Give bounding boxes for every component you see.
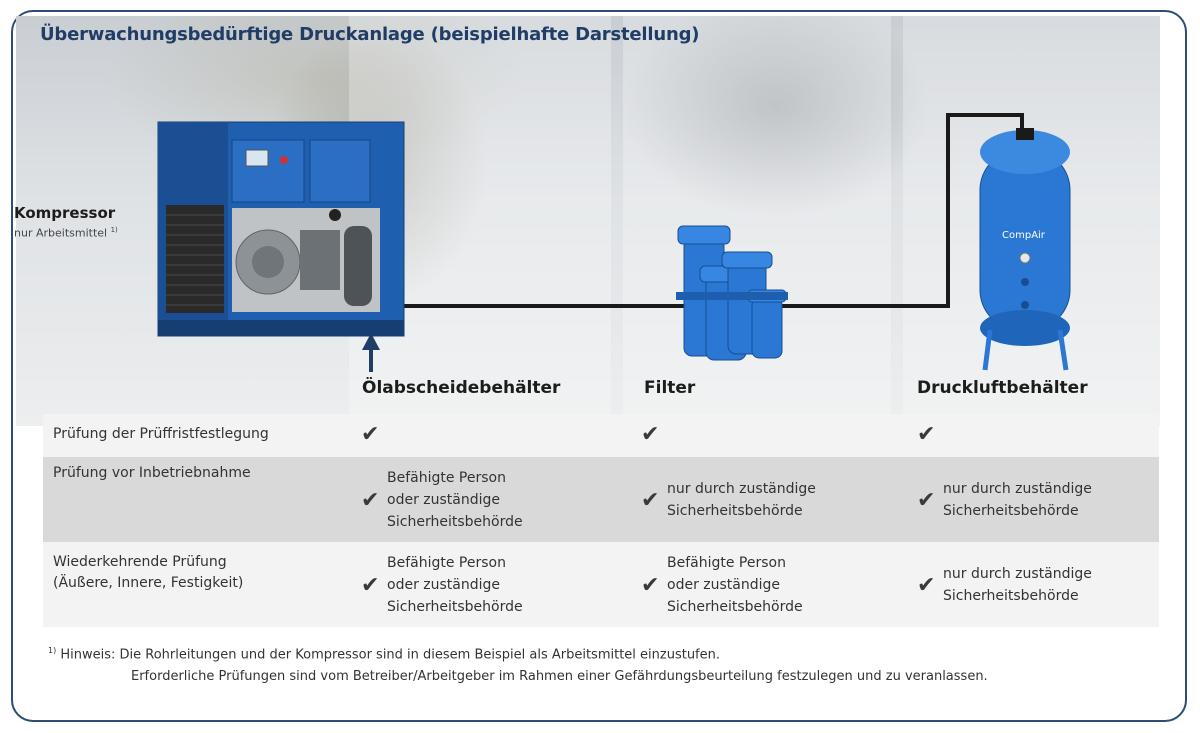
table-cell: ✔ Befähigte Person oder zuständige Siche… bbox=[641, 550, 803, 620]
check-icon: ✔ bbox=[641, 487, 660, 513]
pruefung-table: Prüfung der Prüffristfestlegung ✔ ✔ ✔ Pr… bbox=[43, 414, 1159, 627]
page-title: Überwachungsbedürftige Druckanlage (beis… bbox=[40, 24, 700, 45]
table-row-vor-inbetriebnahme: Prüfung vor Inbetriebnahme ✔ Befähigte P… bbox=[43, 457, 1159, 542]
check-icon: ✔ bbox=[917, 422, 936, 447]
table-cell: ✔ bbox=[361, 422, 387, 447]
table-cell: ✔ Befähigte Person oder zuständige Siche… bbox=[361, 550, 523, 620]
cell-text: Befähigte Person oder zuständige Sicherh… bbox=[667, 555, 803, 615]
check-icon: ✔ bbox=[917, 572, 936, 598]
footnote-text-1: Hinweis: Die Rohrleitungen und der Kompr… bbox=[60, 647, 721, 663]
check-icon: ✔ bbox=[361, 572, 380, 598]
footnote: 1) Hinweis: Die Rohrleitungen und der Ko… bbox=[48, 640, 988, 688]
table-cell: ✔ nur durch zuständige Sicherheitsbehörd… bbox=[917, 550, 1092, 620]
kompressor-footnote-marker: 1) bbox=[110, 226, 118, 234]
table-cell: ✔ Befähigte Person oder zuständige Siche… bbox=[361, 465, 523, 535]
arrow-up-icon bbox=[362, 333, 380, 372]
check-icon: ✔ bbox=[361, 487, 380, 513]
footnote-marker: 1) bbox=[48, 646, 57, 655]
check-icon: ✔ bbox=[641, 572, 660, 598]
filter-illustration bbox=[676, 225, 788, 361]
cell-text: Befähigte Person oder zuständige Sicherh… bbox=[387, 470, 523, 530]
kompressor-subtitle: nur Arbeitsmittel bbox=[14, 226, 108, 240]
row-label: Wiederkehrende Prüfung (Äußere, Innere, … bbox=[53, 554, 244, 591]
table-cell: ✔ nur durch zuständige Sicherheitsbehörd… bbox=[641, 465, 816, 535]
row-label: Prüfung der Prüffristfestlegung bbox=[53, 426, 269, 442]
cell-text: nur durch zuständige Sicherheitsbehörde bbox=[943, 481, 1092, 519]
footnote-line-2: Erforderliche Prüfungen sind vom Betreib… bbox=[131, 669, 988, 685]
column-header-oelabscheidebehaelter: Ölabscheidebehälter bbox=[362, 378, 561, 398]
check-icon: ✔ bbox=[641, 422, 660, 447]
footnote-line-1: 1) Hinweis: Die Rohrleitungen und der Ko… bbox=[48, 640, 988, 666]
check-icon: ✔ bbox=[361, 422, 380, 447]
column-header-filter: Filter bbox=[644, 378, 696, 398]
row-label: Prüfung vor Inbetriebnahme bbox=[53, 465, 251, 481]
kompressor-sublabel: nur Arbeitsmittel 1) bbox=[14, 226, 118, 240]
compressor-illustration bbox=[157, 121, 405, 337]
column-header-druckluftbehaelter: Druckluftbehälter bbox=[917, 378, 1088, 398]
table-cell: ✔ bbox=[641, 422, 667, 447]
table-cell: ✔ nur durch zuständige Sicherheitsbehörd… bbox=[917, 465, 1092, 535]
kompressor-label: Kompressor bbox=[14, 204, 116, 222]
cell-text: Befähigte Person oder zuständige Sicherh… bbox=[387, 555, 523, 615]
tank-brand-label: CompAir bbox=[1002, 230, 1046, 241]
table-row-pruefristfestlegung: Prüfung der Prüffristfestlegung ✔ ✔ ✔ bbox=[43, 414, 1159, 457]
cell-text: nur durch zuständige Sicherheitsbehörde bbox=[943, 566, 1092, 604]
table-cell: ✔ bbox=[917, 422, 943, 447]
cell-text: nur durch zuständige Sicherheitsbehörde bbox=[667, 481, 816, 519]
check-icon: ✔ bbox=[917, 487, 936, 513]
druckluftbehaelter-illustration: CompAir bbox=[979, 128, 1071, 371]
table-row-wiederkehrende-pruefung: Wiederkehrende Prüfung (Äußere, Innere, … bbox=[43, 542, 1159, 627]
